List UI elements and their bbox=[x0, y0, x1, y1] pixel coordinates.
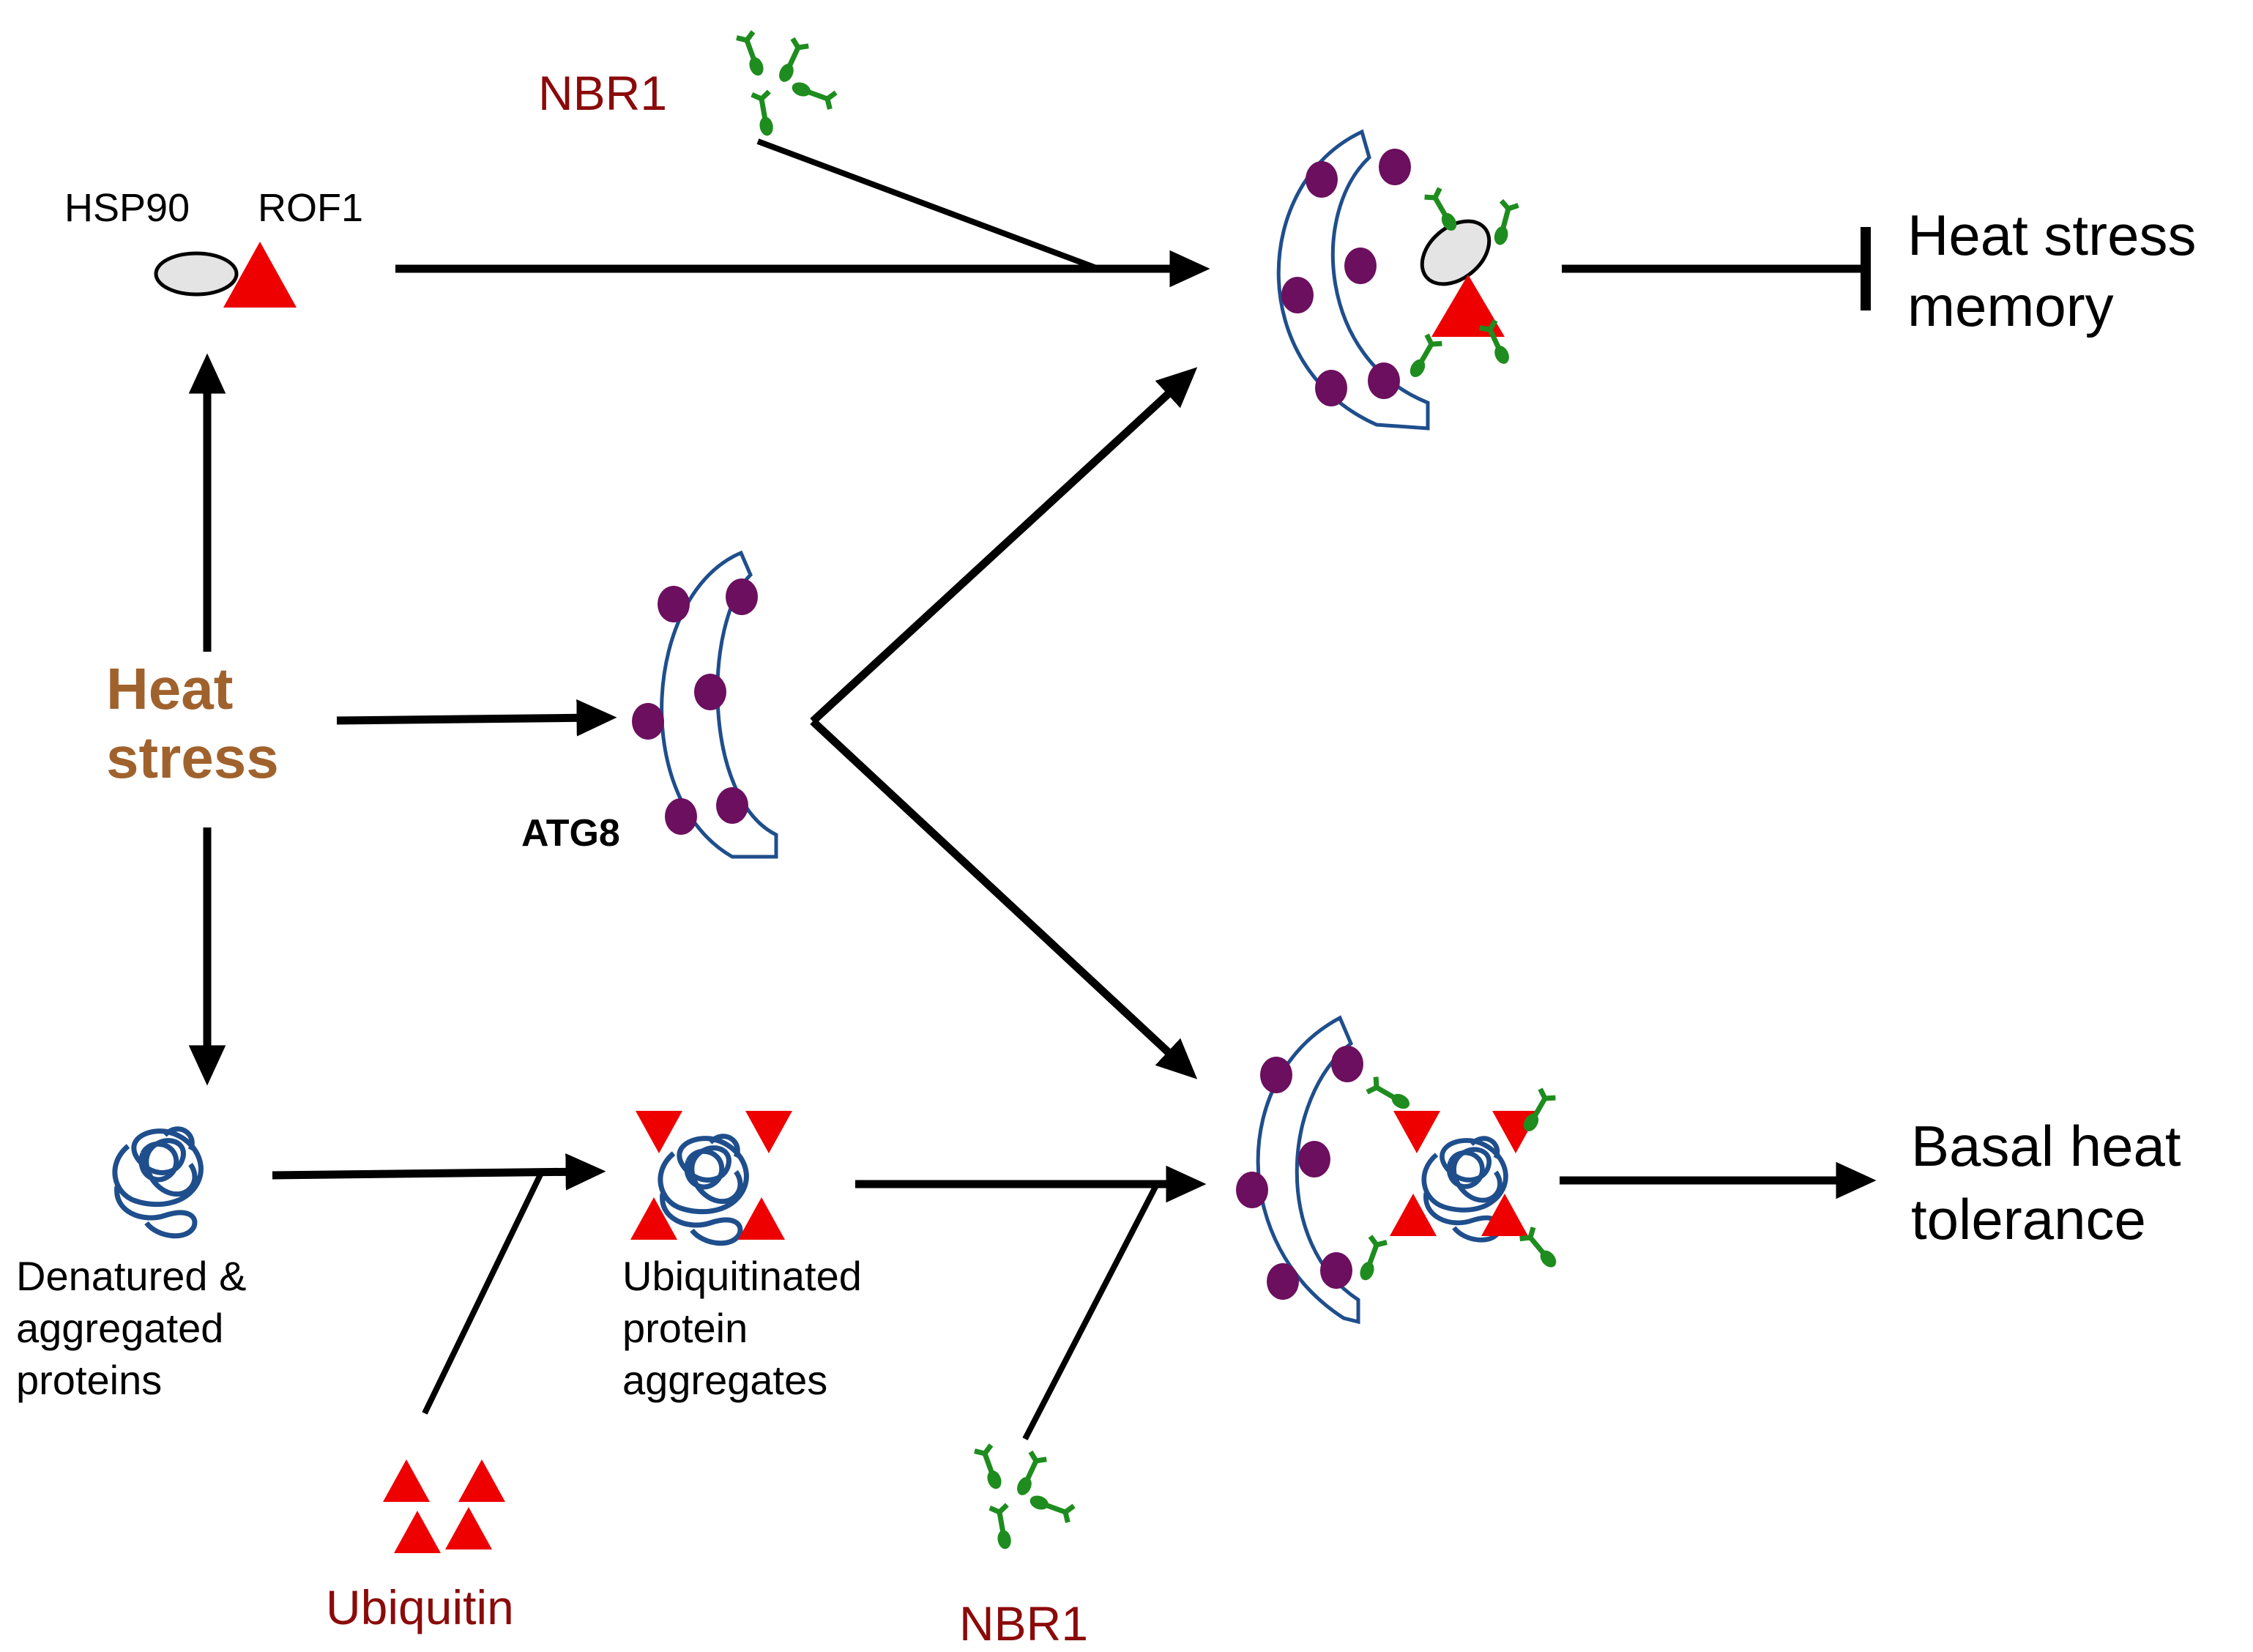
arrow-heat-stress-to-atg8 bbox=[336, 699, 617, 737]
ubiquitin-triangle bbox=[1393, 1111, 1440, 1153]
ubiquitin-group: Ubiquitin bbox=[326, 1459, 514, 1634]
ubiq-agg-label-line1: Ubiquitinated bbox=[622, 1253, 862, 1299]
nbr1-icon bbox=[1405, 335, 1442, 381]
ubiquitin-triangle bbox=[738, 1197, 785, 1240]
ubiquitin-triangle bbox=[458, 1459, 505, 1502]
nbr1-top-group: NBR1 bbox=[538, 31, 836, 137]
line-ubiquitin-joining bbox=[422, 1170, 545, 1415]
atg8-dot bbox=[1344, 248, 1377, 284]
atg8-dot bbox=[1379, 149, 1411, 185]
nbr1-top-label: NBR1 bbox=[538, 66, 667, 120]
basal-label-line1: Basal heat bbox=[1911, 1114, 2181, 1178]
atg8-dot bbox=[1368, 362, 1400, 399]
memory-phagophore bbox=[1276, 129, 1430, 431]
atg8-dot bbox=[1281, 277, 1314, 313]
line-nbr1-top-joining bbox=[756, 138, 1100, 272]
atg8-dot bbox=[1267, 1263, 1299, 1300]
ubiq-agg-label-line2: protein bbox=[622, 1305, 748, 1351]
denatured-label-line3: proteins bbox=[16, 1357, 162, 1403]
line-nbr1-bottom-joining bbox=[1022, 1183, 1160, 1440]
hsp90-shape bbox=[1420, 219, 1492, 286]
heat-stress-label-line1: Heat bbox=[106, 656, 233, 721]
nbr1-top-icon bbox=[737, 31, 836, 137]
hsp90-rof1-group: HSP90 ROF1 bbox=[64, 186, 363, 308]
nbr1-icon bbox=[1425, 188, 1461, 234]
atg8-dot bbox=[1306, 161, 1338, 198]
basal-label-line2: tolerance bbox=[1911, 1187, 2146, 1251]
atg8-dot bbox=[1315, 370, 1347, 406]
ubiquitinated-aggregate bbox=[630, 1111, 792, 1243]
arrows bbox=[188, 138, 1877, 1440]
nbr1-bottom-icon bbox=[975, 1445, 1074, 1550]
denatured-label-line1: Denatured & bbox=[16, 1253, 246, 1299]
nbr1-bottom-group: NBR1 bbox=[959, 1445, 1088, 1651]
ubiquitin-triangle bbox=[745, 1111, 792, 1153]
ubiq-agg-label-line3: aggregates bbox=[622, 1357, 827, 1403]
atg8-dot bbox=[1298, 1141, 1330, 1177]
atg8-label: ATG8 bbox=[521, 812, 620, 855]
atg8-dot bbox=[1236, 1172, 1268, 1208]
memory-complex bbox=[1276, 129, 1518, 431]
atg8-dot bbox=[716, 787, 748, 824]
ubiquitin-label: Ubiquitin bbox=[326, 1580, 514, 1634]
rof1-triangle bbox=[223, 242, 297, 308]
atg8-dot bbox=[658, 586, 690, 622]
denatured-label-line2: aggregated bbox=[16, 1305, 223, 1351]
rof1-triangle bbox=[1431, 275, 1505, 337]
nbr1-bottom-label: NBR1 bbox=[959, 1596, 1088, 1651]
nbr1-icon bbox=[1490, 201, 1518, 247]
atg8-dot bbox=[1331, 1046, 1363, 1082]
memory-label-line1: Heat stress bbox=[1907, 203, 2196, 267]
ubiquitin-triangle bbox=[445, 1507, 492, 1549]
rof1-label: ROF1 bbox=[258, 186, 363, 230]
basal-phagophore bbox=[1256, 1015, 1360, 1325]
basal-complex bbox=[1236, 1015, 1561, 1325]
atg8-dot bbox=[1260, 1057, 1292, 1093]
ubiquitin-triangle bbox=[394, 1511, 441, 1553]
nbr1-icon bbox=[1355, 1236, 1387, 1283]
heat-stress-label-line2: stress bbox=[106, 725, 279, 790]
atg8-phagophore: ATG8 bbox=[521, 550, 778, 859]
nbr1-icon bbox=[1367, 1077, 1413, 1114]
denatured-protein-icon bbox=[115, 1129, 201, 1236]
phagophore-membrane bbox=[660, 550, 778, 859]
atg8-dot bbox=[665, 798, 697, 835]
memory-label-line2: memory bbox=[1907, 274, 2114, 338]
arrow-atg8-to-basal-complex bbox=[810, 718, 1198, 1079]
atg8-dot bbox=[632, 703, 664, 740]
atg8-dot bbox=[694, 674, 726, 710]
arrow-proteins-to-ubiquitinated bbox=[272, 1153, 606, 1191]
atg8-dot bbox=[726, 578, 758, 615]
protein-tangle-icon bbox=[660, 1136, 747, 1243]
hsp90-label: HSP90 bbox=[64, 186, 190, 230]
arrow-atg8-to-memory-complex bbox=[810, 367, 1198, 725]
ubiquitin-triangle bbox=[636, 1111, 682, 1153]
hsp90-shape bbox=[154, 251, 239, 297]
ubiquitin-triangle bbox=[383, 1459, 430, 1502]
atg8-dot bbox=[1320, 1252, 1352, 1289]
